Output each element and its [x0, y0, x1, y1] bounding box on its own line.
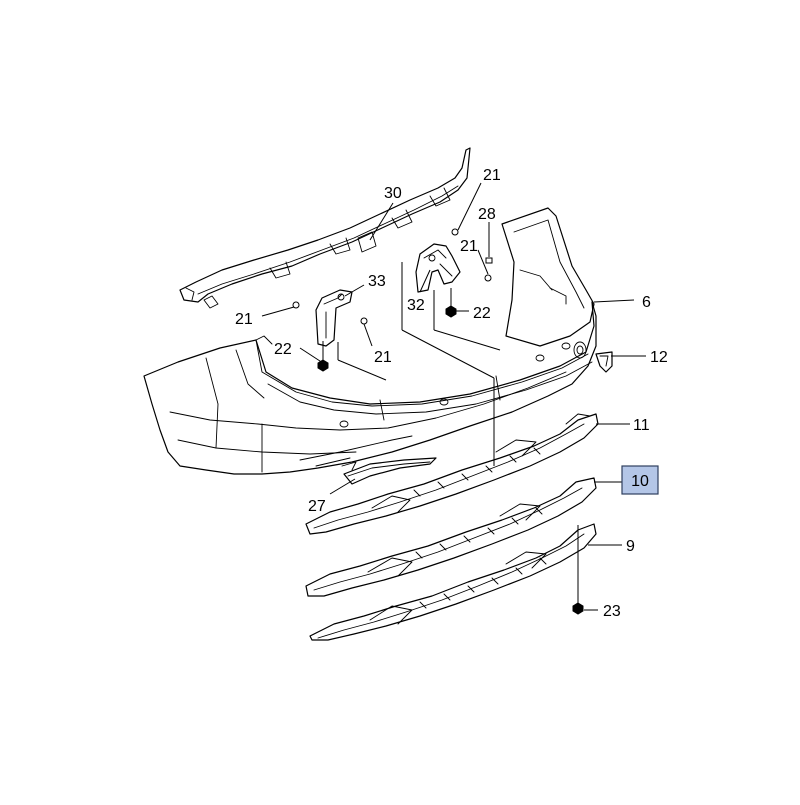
nut-23-icon [572, 602, 584, 615]
callout-22-right: 22 [473, 305, 491, 322]
part-32-right-bracket [415, 243, 461, 293]
clip-21-center-icon [360, 317, 368, 325]
nut-22-right-icon [445, 305, 457, 318]
callout-6: 6 [642, 294, 651, 311]
callout-labels: 30 21 28 21 33 32 22 6 21 22 21 12 11 10… [235, 167, 668, 620]
callout-22-left: 22 [274, 341, 292, 358]
leader-lines [261, 182, 646, 611]
part-33-left-bracket [315, 289, 353, 347]
clip-21-left-icon [292, 301, 300, 309]
callout-11: 11 [633, 417, 650, 434]
callout-21-center: 21 [374, 349, 392, 366]
part-10-deflector [305, 477, 597, 597]
callout-10-highlight[interactable]: 10 [621, 465, 659, 495]
callout-12: 12 [650, 349, 668, 366]
part-9-deflector [309, 523, 597, 641]
callout-30: 30 [384, 185, 402, 202]
part-30-mounting-rail [179, 147, 471, 309]
part-27-trim-strip [341, 457, 437, 485]
callout-9: 9 [626, 538, 635, 555]
callout-23: 23 [603, 603, 621, 620]
callout-21-left: 21 [235, 311, 253, 328]
callout-21-top: 21 [483, 167, 501, 184]
fasteners [292, 228, 584, 615]
part-6-bumper-cover [143, 207, 597, 475]
callout-10: 10 [631, 473, 649, 490]
callout-21-mid: 21 [460, 238, 478, 255]
clip-21-top-icon [451, 228, 459, 236]
callout-28: 28 [478, 206, 496, 223]
screw-28-icon [485, 257, 493, 264]
nut-22-left-icon [317, 359, 329, 372]
highlight-box [621, 465, 659, 495]
clip-21-mid-icon [484, 274, 492, 282]
callout-32: 32 [407, 297, 425, 314]
part-12-tow-cover [595, 351, 613, 373]
callout-33: 33 [368, 273, 386, 290]
callout-27: 27 [308, 498, 326, 515]
